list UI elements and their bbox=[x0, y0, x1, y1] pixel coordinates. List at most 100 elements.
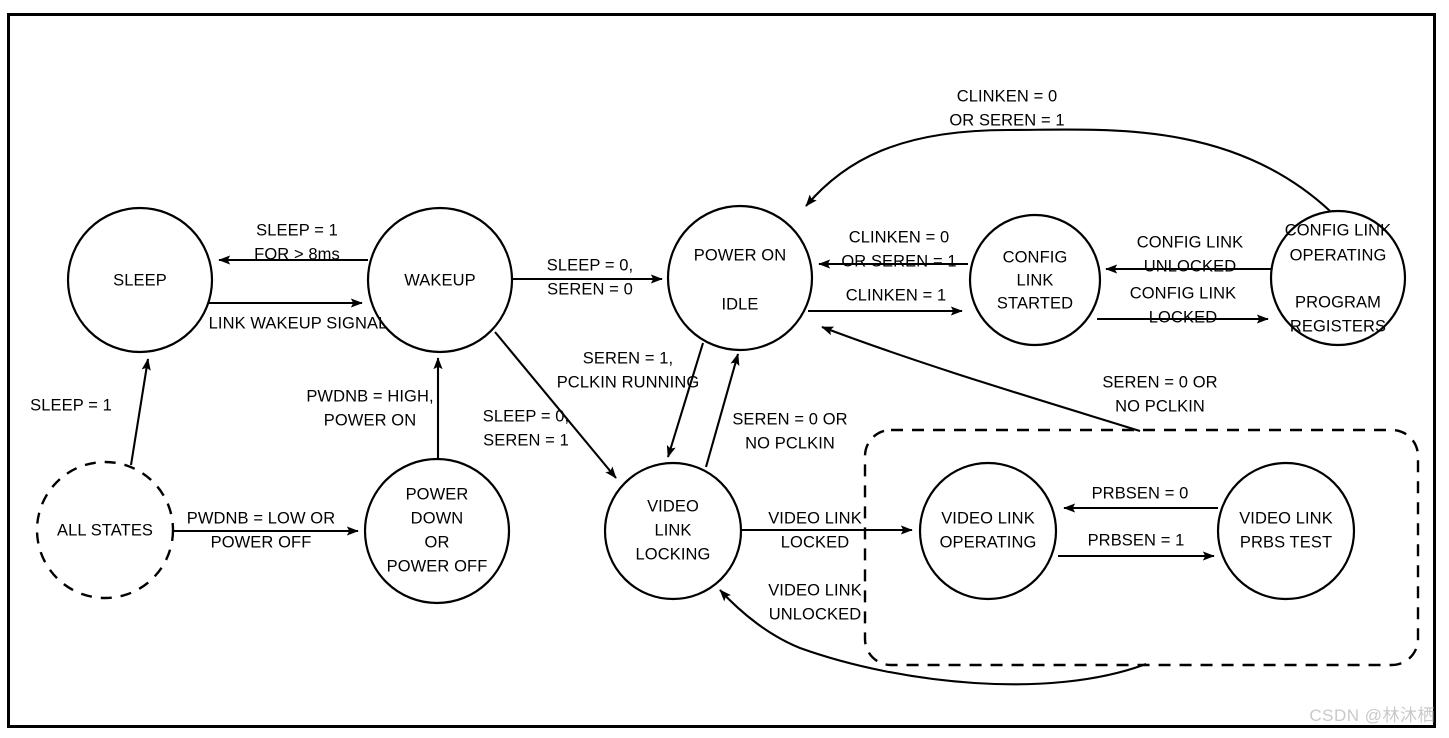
edge-label-t18: PRBSEN = 0 bbox=[1092, 484, 1189, 502]
state-node-config-link-started[interactable]: CONFIG LINK STARTED bbox=[968, 213, 1102, 347]
edge-video-link-locking-to-power-on-idle bbox=[704, 353, 740, 468]
edge-label-t10-line2: OR SEREN = 1 bbox=[841, 252, 956, 270]
edge-label-t7: SLEEP = 0, SEREN = 1 bbox=[483, 407, 569, 449]
edge-label-t3: SLEEP = 0, SEREN = 0 bbox=[547, 256, 633, 298]
state-label-power-down-line1: POWER bbox=[406, 485, 469, 503]
state-circle-video-link-operating bbox=[918, 461, 1058, 601]
edge-label-t5: PWDNB = LOW OR POWER OFF bbox=[187, 509, 336, 551]
state-label-config-link-started-line1: CONFIG bbox=[1003, 248, 1068, 266]
state-label-config-link-operating-line3: PROGRAM bbox=[1295, 293, 1381, 311]
edge-label-t1-line1: SLEEP = 1 bbox=[256, 221, 338, 239]
state-label-sleep: SLEEP bbox=[113, 271, 167, 289]
state-node-config-link-operating[interactable]: CONFIG LINK OPERATING PROGRAM REGISTERS bbox=[1269, 209, 1407, 347]
edge-label-t9: SEREN = 0 OR NO PCLKIN bbox=[732, 410, 847, 452]
state-node-wakeup[interactable]: WAKEUP bbox=[366, 206, 514, 354]
state-label-power-down-line4: POWER OFF bbox=[387, 557, 488, 575]
state-label-all-states: ALL STATES bbox=[57, 521, 153, 539]
edge-label-t17-line2: UNLOCKED bbox=[769, 605, 862, 623]
edge-label-t10: CLINKEN = 0 OR SEREN = 1 bbox=[841, 228, 956, 270]
edge-video-link-group-to-power-on-idle bbox=[821, 326, 1141, 433]
edge-label-t15-line2: NO PCLKIN bbox=[1115, 397, 1205, 415]
csdn-watermark: CSDN @林沐栖 bbox=[1309, 706, 1435, 725]
edge-label-t9-line1: SEREN = 0 OR bbox=[732, 410, 847, 428]
edge-label-t11: CLINKEN = 1 bbox=[846, 286, 947, 304]
edge-label-t4-line1: SLEEP = 1 bbox=[30, 396, 112, 414]
edge-label-t19: PRBSEN = 1 bbox=[1088, 531, 1185, 549]
state-node-power-down[interactable]: POWER DOWN OR POWER OFF bbox=[363, 457, 511, 605]
state-circle-power-down bbox=[363, 457, 511, 605]
state-label-wakeup: WAKEUP bbox=[404, 271, 476, 289]
edge-label-t14: CLINKEN = 0 OR SEREN = 1 bbox=[949, 87, 1064, 129]
edge-video-link-group-to-video-link-locking bbox=[719, 589, 1147, 686]
state-circle-video-link-locking bbox=[603, 461, 743, 601]
edge-label-t12: CONFIG LINK UNLOCKED bbox=[1137, 233, 1244, 275]
edge-wakeup-to-video-link-locking bbox=[494, 331, 617, 479]
state-node-video-link-locking[interactable]: VIDEO LINK LOCKING bbox=[603, 461, 743, 601]
state-label-video-link-locking-line1: VIDEO bbox=[647, 497, 699, 515]
edge-label-t16-line1: VIDEO LINK bbox=[768, 509, 862, 527]
state-label-video-link-operating-line1: VIDEO LINK bbox=[941, 509, 1035, 527]
edge-label-t1-line2: FOR > 8ms bbox=[254, 245, 340, 263]
edge-label-t15-line1: SEREN = 0 OR bbox=[1102, 373, 1217, 391]
edge-label-t8: SEREN = 1, PCLKIN RUNNING bbox=[557, 349, 700, 391]
edge-label-t10-line1: CLINKEN = 0 bbox=[849, 228, 950, 246]
edge-label-t2-line1: LINK WAKEUP SIGNAL bbox=[209, 314, 388, 332]
state-node-power-on-idle[interactable]: POWER ON IDLE bbox=[666, 204, 814, 352]
state-label-video-link-operating-line2: OPERATING bbox=[940, 533, 1037, 551]
state-label-video-link-locking-line3: LOCKING bbox=[636, 545, 711, 563]
state-circle-all-states bbox=[35, 460, 175, 600]
edge-label-t17-line1: VIDEO LINK bbox=[768, 581, 862, 599]
state-node-video-link-prbs-test[interactable]: VIDEO LINK PRBS TEST bbox=[1216, 461, 1356, 601]
edge-config-link-operating-to-power-on-idle bbox=[805, 128, 1331, 212]
state-circle-config-link-operating bbox=[1269, 209, 1407, 347]
edge-label-t6: PWDNB = HIGH, POWER ON bbox=[306, 387, 433, 429]
edge-label-t14-line1: CLINKEN = 0 bbox=[957, 87, 1058, 105]
edge-label-t2: LINK WAKEUP SIGNAL bbox=[209, 314, 388, 332]
state-node-sleep[interactable]: SLEEP bbox=[66, 206, 214, 354]
state-circle-wakeup bbox=[366, 206, 514, 354]
state-label-video-link-prbs-test-line1: VIDEO LINK bbox=[1239, 509, 1333, 527]
state-label-config-link-operating-line4: REGISTERS bbox=[1290, 317, 1386, 335]
state-label-config-link-started-line2: LINK bbox=[1016, 271, 1053, 289]
edge-label-t12-line2: UNLOCKED bbox=[1144, 257, 1237, 275]
edge-label-t11-line1: CLINKEN = 1 bbox=[846, 286, 947, 304]
edge-label-t1: SLEEP = 1 FOR > 8ms bbox=[254, 221, 340, 263]
edge-label-t17: VIDEO LINK UNLOCKED bbox=[768, 581, 862, 623]
state-circle-power-on-idle bbox=[666, 204, 814, 352]
state-label-video-link-prbs-test-line2: PRBS TEST bbox=[1240, 533, 1332, 551]
edge-label-t5-line1: PWDNB = LOW OR bbox=[187, 509, 336, 527]
state-label-config-link-operating-line1: CONFIG LINK bbox=[1285, 221, 1392, 239]
edge-label-t6-line1: PWDNB = HIGH, bbox=[306, 387, 433, 405]
edge-label-t3-line1: SLEEP = 0, bbox=[547, 256, 633, 274]
edge-label-t16-line2: LOCKED bbox=[781, 533, 849, 551]
edge-label-t7-line1: SLEEP = 0, bbox=[483, 407, 569, 425]
edge-label-t19-line1: PRBSEN = 1 bbox=[1088, 531, 1185, 549]
edge-label-t7-line2: SEREN = 1 bbox=[483, 431, 569, 449]
state-circle-video-link-prbs-test bbox=[1216, 461, 1356, 601]
state-circle-config-link-started bbox=[968, 213, 1102, 347]
edge-label-t3-line2: SEREN = 0 bbox=[547, 280, 633, 298]
edge-label-t8-line2: PCLKIN RUNNING bbox=[557, 373, 700, 391]
state-label-config-link-started-line3: STARTED bbox=[997, 294, 1073, 312]
diagram-border bbox=[7, 13, 1436, 728]
edge-label-t9-line2: NO PCLKIN bbox=[745, 434, 835, 452]
state-node-video-link-operating[interactable]: VIDEO LINK OPERATING bbox=[918, 461, 1058, 601]
state-node-all-states[interactable]: ALL STATES bbox=[35, 460, 175, 600]
edge-label-t15: SEREN = 0 OR NO PCLKIN bbox=[1102, 373, 1217, 415]
state-label-config-link-operating-line2: OPERATING bbox=[1290, 246, 1387, 264]
edge-label-t13-line2: LOCKED bbox=[1149, 308, 1217, 326]
state-label-video-link-locking-line2: LINK bbox=[654, 521, 691, 539]
edge-label-t16: VIDEO LINK LOCKED bbox=[768, 509, 862, 551]
state-label-power-on-idle-line1: POWER ON bbox=[694, 246, 786, 264]
edge-label-t13-line1: CONFIG LINK bbox=[1130, 284, 1237, 302]
edge-label-t8-line1: SEREN = 1, bbox=[583, 349, 673, 367]
edge-label-t6-line2: POWER ON bbox=[324, 411, 416, 429]
edge-label-t12-line1: CONFIG LINK bbox=[1137, 233, 1244, 251]
edge-label-t5-line2: POWER OFF bbox=[211, 533, 312, 551]
state-circle-sleep bbox=[66, 206, 214, 354]
edge-label-t18-line1: PRBSEN = 0 bbox=[1092, 484, 1189, 502]
edge-label-t4: SLEEP = 1 bbox=[30, 396, 112, 414]
state-label-power-down-line2: DOWN bbox=[411, 509, 464, 527]
edge-all-states-to-sleep bbox=[129, 358, 151, 466]
